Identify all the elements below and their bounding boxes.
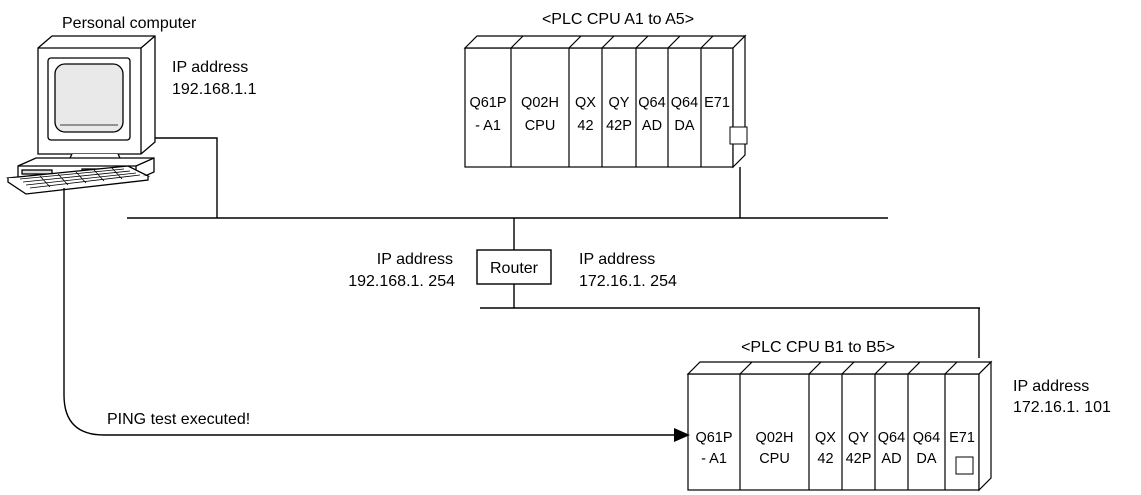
plc-a-module-seam <box>635 35 649 49</box>
e71-port-icon <box>955 456 974 475</box>
plc-b-module-seam <box>874 361 888 375</box>
pc-ip-value: 192.168.1.1 <box>172 81 257 98</box>
router-right-ip-label: IP address <box>579 251 655 268</box>
plc-a-module-bottom-label: - A1 <box>475 118 501 134</box>
plc-b-module-seam <box>841 361 855 375</box>
plc-b-module-top-label: QX <box>815 430 836 446</box>
e71-port-icon <box>729 126 748 145</box>
router-left-ip-label: IP address <box>377 251 453 268</box>
plc-a-module-top-label: E71 <box>704 95 730 111</box>
ping-label: PING test executed! <box>107 411 250 428</box>
router-label: Router <box>490 260 539 277</box>
plc-a-module-seam <box>510 35 524 49</box>
plc-a-module-seam <box>568 35 582 49</box>
plc-b-module-seam <box>739 361 753 375</box>
plc-b-module-bottom-label: 42 <box>817 451 833 467</box>
router-right-ip-value: 172.16.1. 254 <box>579 273 677 290</box>
plc-b-ip-value: 172.16.1. 101 <box>1013 399 1111 416</box>
plc-a-title: <PLC CPU A1 to A5> <box>542 11 694 28</box>
plc-b-module-top-label: Q64 <box>878 430 905 446</box>
plc-b-module-seam <box>907 361 921 375</box>
plc-a-module-seam <box>667 35 681 49</box>
plc-a-front-face <box>464 47 734 168</box>
plc-b-module-bottom-label: DA <box>916 451 936 467</box>
plc-b-module-bottom-label: CPU <box>759 451 790 467</box>
plc-b-module-bottom-label: 42P <box>846 451 872 467</box>
plc-a-module-top-label: QX <box>575 95 596 111</box>
plc-a-module-top-label: Q64 <box>671 95 698 111</box>
plc-b-title: <PLC CPU B1 to B5> <box>741 339 895 356</box>
plc-b-module-seam <box>808 361 822 375</box>
plc-a-module-bottom-label: CPU <box>525 118 556 134</box>
plc-a-module-bottom-label: 42P <box>606 118 632 134</box>
plc-b-module-bottom-label: - A1 <box>701 451 727 467</box>
plc-b-front-face <box>687 373 980 491</box>
plc-b-module-top-label: QY <box>848 430 869 446</box>
plc-a-module-bottom-label: 42 <box>577 118 593 134</box>
plc-b-top-face <box>686 361 993 375</box>
plc-b-module-top-label: E71 <box>949 430 975 446</box>
plc-a-module-bottom-label: AD <box>642 118 662 134</box>
plc-a-module-top-label: QY <box>609 95 630 111</box>
router-left-ip-value: 192.168.1. 254 <box>348 273 455 290</box>
plc-b-module-seam <box>944 361 958 375</box>
plc-a-module-seam <box>700 35 714 49</box>
plc-a-module-seam <box>601 35 615 49</box>
router-box <box>476 249 552 285</box>
ping-arrow-head <box>674 428 690 442</box>
pc-lan-drop <box>155 137 218 218</box>
pc-ip-label: IP address <box>172 59 248 76</box>
computer-icon <box>6 35 156 195</box>
plc-a-module-bottom-label: DA <box>674 118 694 134</box>
plc-a-module-top-label: Q02H <box>521 95 559 111</box>
plc-b-module-bottom-label: AD <box>881 451 901 467</box>
ping-arrow-line <box>63 188 676 436</box>
plc-a-module-top-label: Q61P <box>469 95 506 111</box>
plc-a-side-face <box>732 34 746 169</box>
pc-label: Personal computer <box>62 15 197 32</box>
plc-b-side-face <box>978 360 992 492</box>
plc-b-module-top-label: Q02H <box>756 430 794 446</box>
plc-b-module-top-label: Q61P <box>695 430 732 446</box>
plc-b-ip-label: IP address <box>1013 378 1089 395</box>
plc-a-module-top-label: Q64 <box>638 95 665 111</box>
plc-b-module-top-label: Q64 <box>913 430 940 446</box>
